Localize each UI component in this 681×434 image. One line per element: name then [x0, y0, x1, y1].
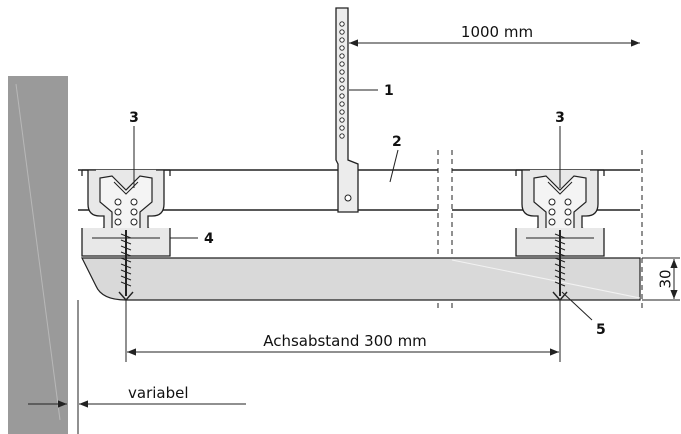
- hanger: [335, 7, 359, 213]
- board-sheen: [451, 259, 641, 299]
- callout-4: 4: [204, 231, 214, 247]
- span-label: 1000 mm: [461, 23, 533, 41]
- callout-3-right: 3: [555, 110, 565, 126]
- callout-2-leader: [389, 149, 399, 183]
- callout-3-left: 3: [129, 110, 139, 126]
- callout-5-leader: [561, 291, 593, 321]
- axis-spacing-label: Achsabstand 300 mm: [263, 332, 427, 350]
- callout-1: 1: [384, 83, 394, 99]
- ceiling-board: [81, 257, 641, 301]
- thickness-label: 30: [657, 269, 675, 288]
- wall-hatch: [15, 83, 61, 421]
- variable-label: variabel: [128, 384, 189, 402]
- callout-2: 2: [392, 134, 402, 150]
- callout-5: 5: [596, 322, 606, 338]
